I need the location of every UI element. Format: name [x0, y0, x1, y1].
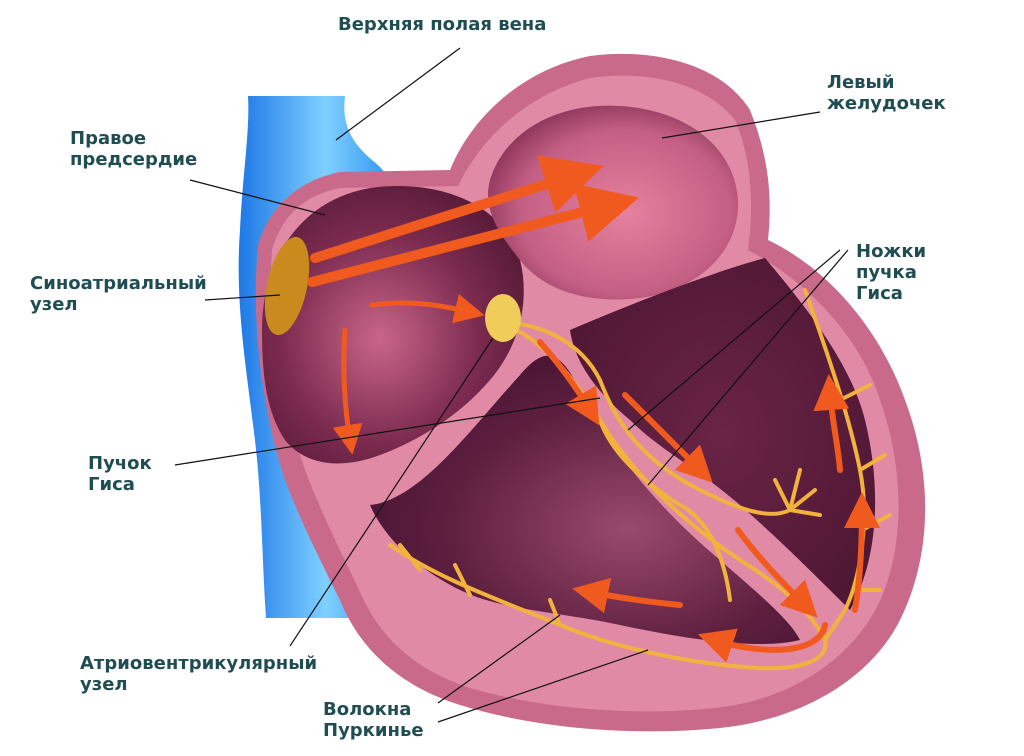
leader-lines [174, 47, 849, 723]
label-av-node: Атриовентрикулярный узел [80, 653, 318, 695]
label-left-ventricle: Левый желудочек [827, 72, 946, 114]
sa-node [264, 236, 310, 336]
label-bundle-of-his: Пучок Гиса [88, 453, 152, 495]
label-bundle-branches: Ножки пучка Гиса [856, 241, 927, 304]
label-purkinje-fibers: Волокна Пуркинье [323, 699, 424, 741]
right-ventricle-chamber [370, 355, 800, 645]
label-sa-node: Синоатриальный узел [30, 273, 207, 315]
left-ventricle-chamber [570, 258, 876, 610]
av-node [485, 294, 521, 342]
label-right-atrium: Правое предсердие [70, 128, 198, 170]
impulse-arrows [307, 155, 880, 663]
label-superior-vena-cava: Верхняя полая вена [338, 14, 547, 35]
